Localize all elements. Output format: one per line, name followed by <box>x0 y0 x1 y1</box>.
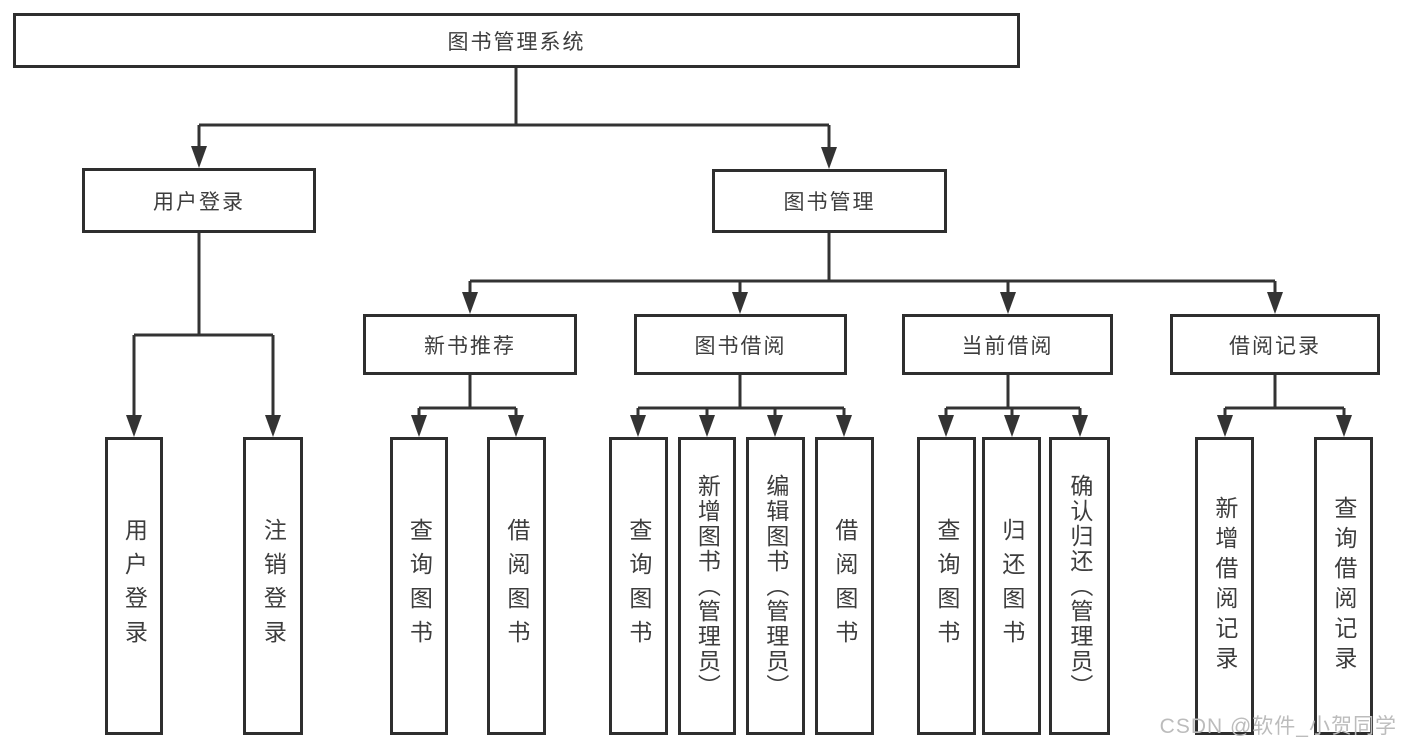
node-label: 查询图书 <box>933 518 960 654</box>
leaf-edit-books-admin: 编辑图书（管理员） <box>746 437 805 735</box>
leaf-user-login: 用户登录 <box>105 437 163 735</box>
arrowheads <box>126 146 1352 437</box>
leaf-query-books-borrow: 查询图书 <box>609 437 668 735</box>
node-label: 编辑图书（管理员） <box>762 473 789 699</box>
node-label: 查询图书 <box>625 518 652 654</box>
leaf-return-books: 归还图书 <box>982 437 1041 735</box>
node-label: 查询图书 <box>406 518 433 654</box>
node-label: 新书推荐 <box>424 334 516 358</box>
node-label: 归还图书 <box>998 518 1025 654</box>
leaf-query-books-current: 查询图书 <box>917 437 976 735</box>
node-label: 图书管理 <box>783 191 876 214</box>
leaf-borrow-books: 借阅图书 <box>815 437 874 735</box>
node-label: 注销登录 <box>260 518 287 654</box>
csdn-watermark: CSDN @软件_小贺同学 <box>1159 715 1397 738</box>
node-book-management: 图书管理 <box>712 169 947 233</box>
node-label: 确认归还（管理员） <box>1066 473 1093 699</box>
node-label: 新增借阅记录 <box>1211 496 1238 676</box>
node-borrowing-records: 借阅记录 <box>1170 314 1380 375</box>
node-label: 查询借阅记录 <box>1330 496 1357 676</box>
leaf-query-borrow-record: 查询借阅记录 <box>1314 437 1373 735</box>
node-label: 借阅图书 <box>503 518 530 654</box>
node-label: 借阅图书 <box>831 518 858 654</box>
node-label: 用户登录 <box>121 518 148 654</box>
node-new-book-recommendation: 新书推荐 <box>363 314 577 375</box>
node-label: 借阅记录 <box>1229 334 1321 358</box>
leaf-confirm-return-admin: 确认归还（管理员） <box>1049 437 1110 735</box>
leaf-query-books-recommend: 查询图书 <box>390 437 448 735</box>
leaf-logout: 注销登录 <box>243 437 303 735</box>
node-label: 图书借阅 <box>694 334 787 358</box>
leaf-add-borrow-record: 新增借阅记录 <box>1195 437 1254 735</box>
leaf-add-books-admin: 新增图书（管理员） <box>678 437 736 735</box>
node-user-login: 用户登录 <box>82 168 316 233</box>
node-label: 用户登录 <box>153 190 245 214</box>
leaf-borrow-books-recommend: 借阅图书 <box>487 437 546 735</box>
node-label: 图书管理系统 <box>447 30 586 54</box>
node-label: 新增图书（管理员） <box>694 473 721 699</box>
node-label: 当前借阅 <box>961 334 1054 358</box>
node-library-management-system: 图书管理系统 <box>13 13 1020 68</box>
node-book-borrowing: 图书借阅 <box>634 314 847 375</box>
connector-paths <box>132 68 1346 419</box>
node-current-borrowing: 当前借阅 <box>902 314 1113 375</box>
